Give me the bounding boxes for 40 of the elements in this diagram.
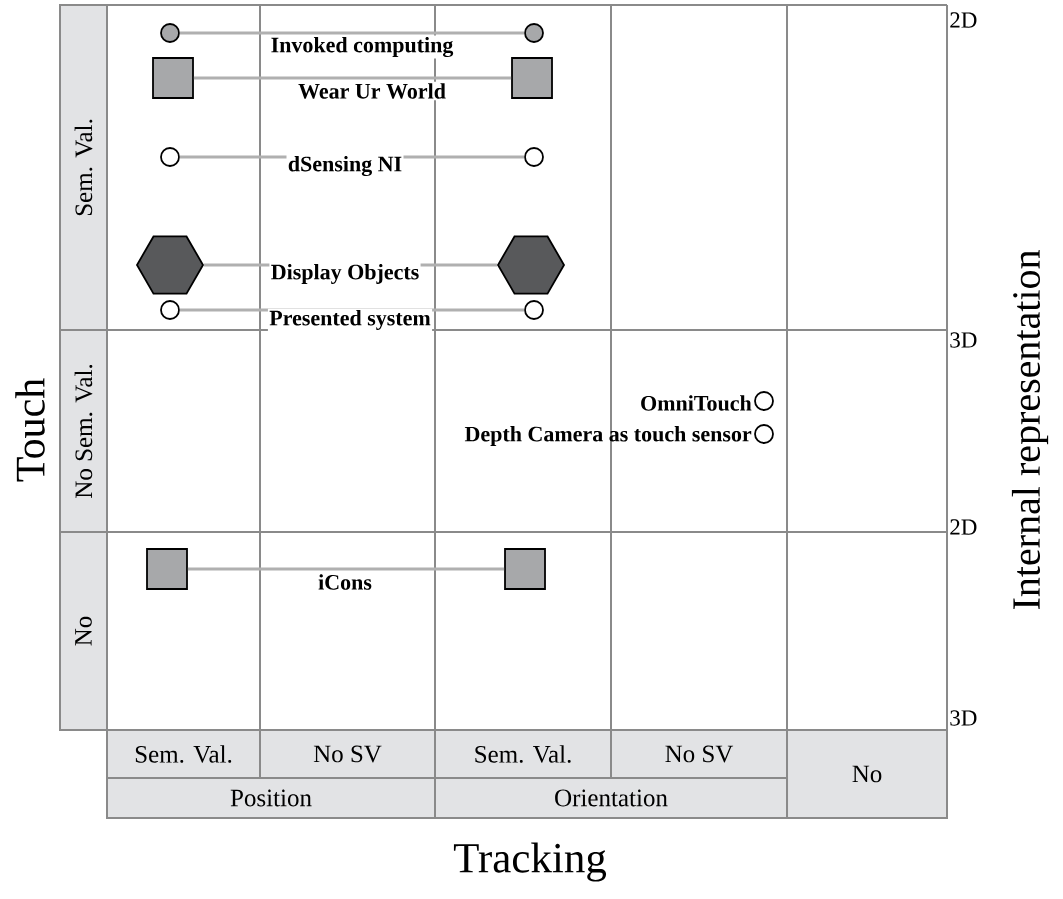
- connector-line: [179, 31, 525, 35]
- header-cell: No SV: [610, 729, 788, 779]
- circle-marker: [524, 23, 544, 43]
- edge-label: Display Objects: [269, 262, 421, 286]
- square-marker: [511, 57, 553, 99]
- header-cell: No: [59, 531, 108, 731]
- circle-marker: [524, 300, 544, 320]
- header-cell: Orientation: [434, 777, 788, 819]
- axis-title: Tracking: [453, 842, 607, 882]
- header-cell: Sem. Val.: [59, 4, 108, 331]
- circle-marker: [160, 23, 180, 43]
- circle-marker: [754, 424, 774, 444]
- header-cell: Position: [106, 777, 436, 819]
- marker-caption: Depth Camera as touch sensor: [464, 426, 752, 446]
- header-cell: No: [786, 729, 948, 819]
- square-marker: [504, 548, 546, 590]
- header-cell: No Sem. Val.: [59, 329, 108, 533]
- edge-label: Wear Ur World: [296, 81, 448, 101]
- edge-label: dSensing NI: [286, 154, 404, 178]
- circle-marker: [160, 147, 180, 167]
- header-cell: Sem. Val.: [434, 729, 612, 779]
- circle-marker: [754, 391, 774, 411]
- header-cell: No SV: [259, 729, 436, 779]
- square-marker: [152, 57, 194, 99]
- header-cell: Sem. Val.: [106, 729, 261, 779]
- edge-label: iCons: [316, 572, 374, 592]
- axis-title: 2D: [950, 12, 977, 28]
- circle-marker: [160, 300, 180, 320]
- marker-caption: OmniTouch: [641, 395, 752, 411]
- connector-line: [193, 76, 512, 80]
- connector-line: [187, 567, 505, 571]
- circle-marker: [524, 147, 544, 167]
- square-marker: [146, 548, 188, 590]
- edge-label: Presented system: [267, 308, 433, 332]
- axis-title: Internal representation: [1011, 250, 1049, 610]
- axis-title: 3D: [950, 710, 977, 726]
- edge-label: Invoked computing: [269, 35, 455, 59]
- axis-title: 3D: [950, 332, 977, 348]
- axis-title: 2D: [950, 519, 977, 535]
- axis-title: Touch: [15, 378, 45, 482]
